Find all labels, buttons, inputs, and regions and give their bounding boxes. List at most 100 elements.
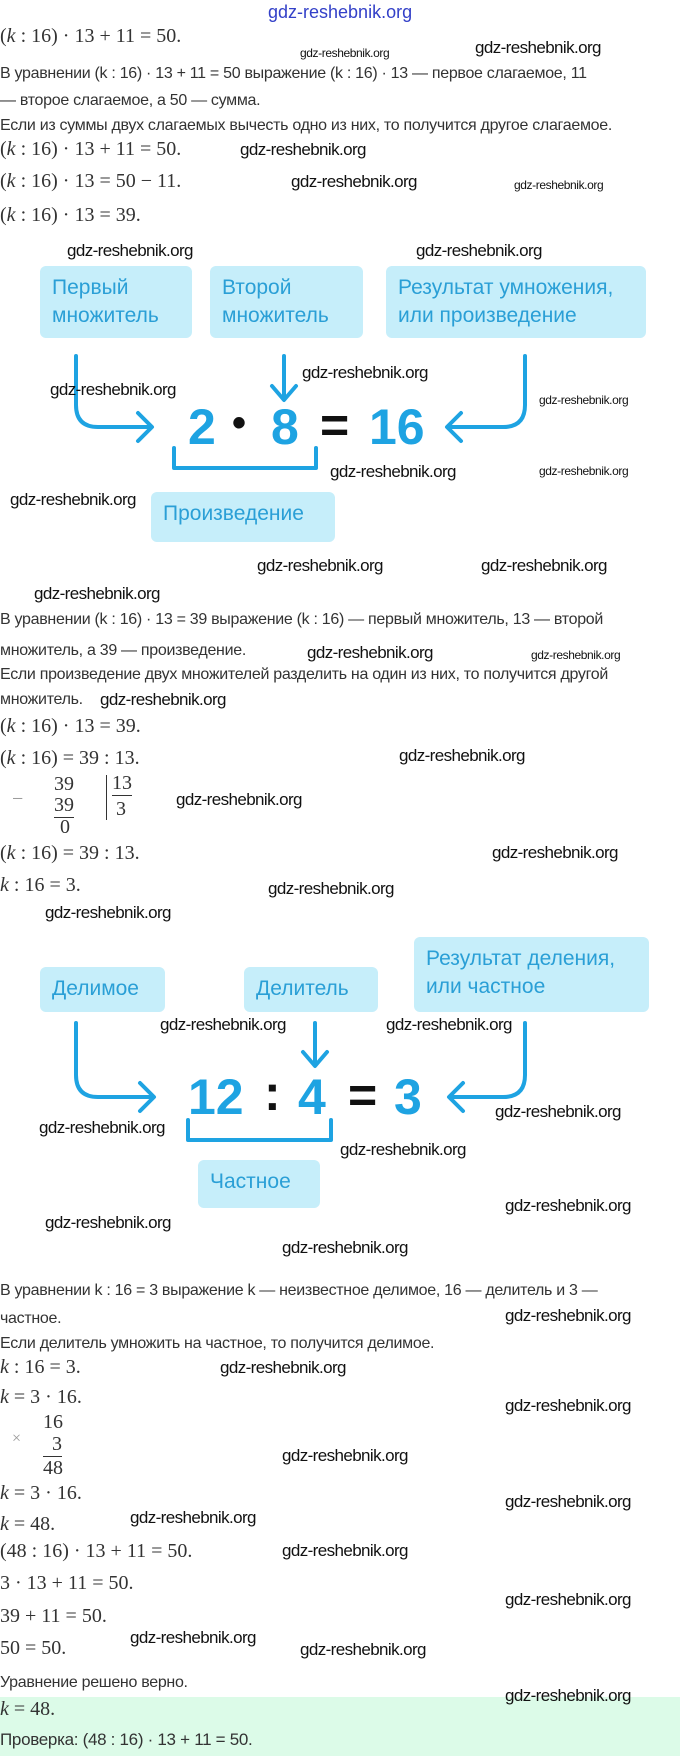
watermark: gdz-reshebnik.org <box>291 172 417 191</box>
equals-sign: = <box>348 1067 378 1123</box>
equation: (k : 16) · 13 = 39. <box>0 715 141 737</box>
arrow-icon <box>74 354 527 1142</box>
watermark: gdz-reshebnik.org <box>531 648 621 662</box>
watermark: gdz-reshebnik.org <box>416 241 542 260</box>
explanation-line: частное. <box>0 1310 62 1327</box>
watermark: gdz-reshebnik.org <box>340 1140 466 1159</box>
watermark: gdz-reshebnik.org <box>220 1358 346 1377</box>
factor-2: 8 <box>271 399 299 455</box>
quotient-label: Частное <box>198 1160 320 1208</box>
answer-check: Проверка: (48 : 16) · 13 + 11 = 50. <box>0 1730 253 1749</box>
equation: (48 : 16) · 13 + 11 = 50. <box>0 1540 193 1562</box>
subtrahend: 39 <box>54 794 74 818</box>
watermark: gdz-reshebnik.org <box>481 556 607 575</box>
answer-panel <box>0 1697 680 1756</box>
equation: k : 16 = 3. <box>0 874 81 896</box>
product: 16 <box>369 399 425 455</box>
quotient-number: 3 <box>394 1069 422 1125</box>
watermark: gdz-reshebnik.org <box>130 1508 256 1527</box>
watermark: gdz-reshebnik.org <box>100 690 226 709</box>
watermark: gdz-reshebnik.org <box>50 380 176 399</box>
equation: 50 = 50. <box>0 1637 67 1659</box>
first-factor-label: Первый множитель <box>40 266 192 338</box>
equation: k : 16 = 3. <box>0 1356 81 1378</box>
explanation-line: В уравнении k : 16 = 3 выражение k — неи… <box>0 1282 598 1299</box>
division-bar <box>106 775 107 820</box>
watermark: gdz-reshebnik.org <box>160 1015 286 1034</box>
watermark: gdz-reshebnik.org <box>10 490 136 509</box>
watermark: gdz-reshebnik.org <box>505 1686 631 1705</box>
minus-sign: − <box>12 788 24 810</box>
watermark: gdz-reshebnik.org <box>475 38 601 57</box>
equation: (k : 16) · 13 = 50 − 11. <box>0 170 182 192</box>
divisor-label: Делитель <box>244 967 378 1012</box>
factor-1: 2 <box>188 399 216 455</box>
divisor-number: 4 <box>298 1069 326 1125</box>
watermark: gdz-reshebnik.org <box>268 2 413 22</box>
multiplicand: 16 <box>43 1411 63 1433</box>
watermark: gdz-reshebnik.org <box>539 464 629 478</box>
watermark: gdz-reshebnik.org <box>492 843 618 862</box>
equation: (k : 16) = 39 : 13. <box>0 842 140 864</box>
explanation-line: В уравнении (k : 16) · 13 = 39 выражение… <box>0 611 604 628</box>
rule-text: Если произведение двух множителей раздел… <box>0 666 609 683</box>
watermark: gdz-reshebnik.org <box>386 1015 512 1034</box>
equation: k = 48. <box>0 1513 56 1535</box>
watermark: gdz-reshebnik.org <box>399 746 525 765</box>
watermark: gdz-reshebnik.org <box>300 1640 426 1659</box>
watermark: gdz-reshebnik.org <box>67 241 193 260</box>
multiply-dot: • <box>232 401 247 445</box>
watermark: gdz-reshebnik.org <box>505 1396 631 1415</box>
watermark: gdz-reshebnik.org <box>268 879 394 898</box>
watermark: gdz-reshebnik.org <box>302 363 428 382</box>
quotient: 3 <box>116 798 126 820</box>
divisor: 13 <box>112 772 132 796</box>
watermark: gdz-reshebnik.org <box>505 1492 631 1511</box>
watermark: gdz-reshebnik.org <box>34 584 160 603</box>
watermark: gdz-reshebnik.org <box>539 393 629 407</box>
explanation-line: — второе слагаемое, а 50 — сумма. <box>0 92 261 109</box>
equation: (k : 16) = 39 : 13. <box>0 747 140 769</box>
watermark: gdz-reshebnik.org <box>39 1118 165 1137</box>
watermark: gdz-reshebnik.org <box>45 1213 171 1232</box>
equation: (k : 16) · 13 + 11 = 50. <box>0 138 182 160</box>
equation: (k : 16) · 13 = 39. <box>0 204 141 226</box>
product: 48 <box>43 1457 63 1479</box>
watermark: gdz-reshebnik.org <box>307 643 433 662</box>
dividend: 39 <box>54 773 74 795</box>
multiplier: 3 <box>43 1433 62 1457</box>
watermark: gdz-reshebnik.org <box>45 903 171 922</box>
watermark: gdz-reshebnik.org <box>300 46 390 60</box>
watermark: gdz-reshebnik.org <box>257 556 383 575</box>
times-sign: × <box>12 1430 22 1447</box>
second-factor-label: Второй множитель <box>210 266 363 338</box>
watermark: gdz-reshebnik.org <box>514 178 604 192</box>
watermark: gdz-reshebnik.org <box>282 1446 408 1465</box>
watermark: gdz-reshebnik.org <box>240 140 366 159</box>
explanation-line: множитель, а 39 — произведение. <box>0 642 246 659</box>
explanation-line: В уравнении (k : 16) · 13 + 11 = 50 выра… <box>0 65 587 82</box>
product-label: Произведение <box>151 492 335 542</box>
equals-sign: = <box>320 397 350 453</box>
rule-text: Если из суммы двух слагаемых вычесть одн… <box>0 117 612 134</box>
dividend-number: 12 <box>188 1069 244 1125</box>
equation: (k : 16) · 13 + 11 = 50. <box>0 25 182 47</box>
equation: 39 + 11 = 50. <box>0 1605 107 1627</box>
divide-sign: : <box>264 1065 281 1121</box>
dividend-label: Делимое <box>40 967 165 1012</box>
watermark: gdz-reshebnik.org <box>495 1102 621 1121</box>
watermark: gdz-reshebnik.org <box>505 1306 631 1325</box>
quotient-result-label: Результат деления, или частное <box>414 937 649 1012</box>
product-result-label: Результат умножения, или произведение <box>386 266 646 338</box>
watermark: gdz-reshebnik.org <box>330 462 456 481</box>
equation: 3 · 13 + 11 = 50. <box>0 1572 134 1594</box>
remainder: 0 <box>60 816 70 838</box>
watermark: gdz-reshebnik.org <box>176 790 302 809</box>
watermark: gdz-reshebnik.org <box>282 1238 408 1257</box>
watermark: gdz-reshebnik.org <box>505 1196 631 1215</box>
watermark: gdz-reshebnik.org <box>505 1590 631 1609</box>
rule-text: Если делитель умножить на частное, то по… <box>0 1335 435 1352</box>
watermark: gdz-reshebnik.org <box>130 1628 256 1647</box>
equation: k = 3 · 16. <box>0 1386 82 1408</box>
